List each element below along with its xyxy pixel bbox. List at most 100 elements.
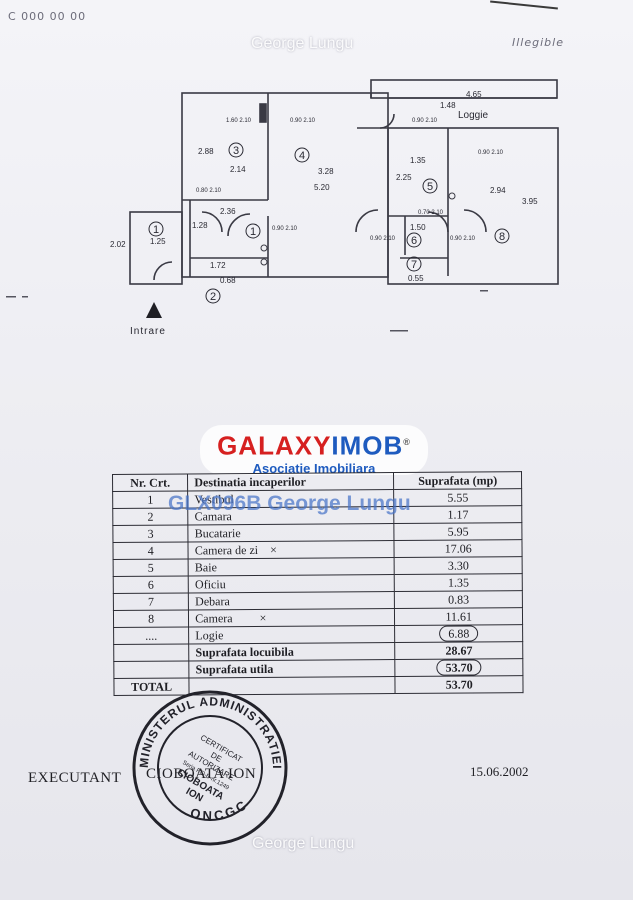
table-header-row: Nr. Crt. Destinatia incaperilor Suprafat… [112, 471, 522, 492]
room-number: 5 [427, 181, 433, 193]
row-name: Camera de zi [194, 542, 259, 558]
dim-label: 0.68 [220, 276, 236, 285]
dim-label: 1.28 [192, 221, 208, 230]
row-name: Debara [188, 591, 395, 610]
door-dim: 0.70 2.10 [418, 210, 444, 216]
row-nr: 6 [113, 575, 189, 594]
utila-value-cell: 53.70 [395, 658, 523, 677]
dim-label: 2.88 [198, 147, 214, 156]
room-number: 1 [250, 226, 256, 238]
utila-label: Suprafata utila [189, 659, 396, 678]
dim-label: 2.02 [110, 240, 126, 249]
fixture-mark [260, 244, 268, 252]
row-nr: 8 [113, 609, 189, 628]
dim-label: 3.95 [522, 197, 538, 206]
door-dim: 0.90 2.10 [290, 118, 316, 124]
row-name: Bucatarie [188, 523, 395, 542]
row-name: Oficiu [188, 574, 395, 593]
table-row: 4 Camera de zi × 17.06 [112, 539, 523, 560]
top-left-scribble: C 000 00 00 [8, 10, 87, 23]
row-area: 0.83 [394, 590, 523, 609]
executant-name: CIOBOATA ION [146, 766, 257, 782]
top-right-scribble: Illegible [512, 36, 564, 49]
plan-loggia-frame [370, 79, 558, 99]
agency-logo: GALAXYIMOB® Asociatie Imobiliara [200, 425, 428, 476]
locuibila-label: Suprafata locuibila [188, 642, 396, 661]
door-dim: 0.90 2.10 [272, 226, 298, 232]
door-dim: 0.90 2.10 [478, 150, 504, 156]
row-area-circled: 6.88 [439, 625, 479, 642]
row-nr: 5 [113, 558, 189, 577]
table-row: 5 Baie 3.30 [113, 556, 523, 577]
check-mark-icon: × [270, 542, 277, 557]
row-area: 1.17 [394, 505, 522, 524]
header-suprafata: Suprafata (mp) [393, 471, 522, 490]
room-number: 4 [299, 150, 305, 162]
row-area: 17.06 [394, 539, 523, 558]
row-area: 5.55 [393, 488, 522, 507]
table-row: 8 Camera × 11.61 [113, 607, 523, 628]
door-dim: 0.90 2.10 [370, 236, 396, 242]
row-area: 5.95 [394, 522, 522, 541]
fixture-mark [260, 258, 268, 266]
room-number-circle [205, 288, 221, 304]
table-summary-row: Suprafata locuibila 28.67 [113, 641, 523, 662]
row-name-cell: Camera × [188, 608, 395, 627]
room-number-circle [294, 147, 310, 163]
room-number-circle [228, 142, 244, 158]
room-number: 6 [411, 235, 417, 247]
dim-label: 2.25 [396, 173, 412, 182]
table-row: 3 Bucatarie 5.95 [112, 522, 522, 543]
room-number-circle [406, 256, 422, 272]
plan-right-block [387, 127, 559, 285]
dim-label: 0.55 [408, 274, 424, 283]
check-mark-icon: × [259, 610, 267, 625]
door-dim: 1.60 2.10 [226, 118, 252, 124]
header-nr: Nr. Crt. [112, 473, 188, 492]
dim-label: 1.35 [410, 156, 426, 165]
dim-label: 1.72 [210, 261, 226, 270]
row-name-cell: Camera de zi × [188, 540, 395, 559]
empty-cell [113, 660, 190, 679]
table-summary-row: Suprafata utila 53.70 [113, 658, 523, 679]
dim-label: 1.48 [440, 101, 456, 110]
entrance-label: Intrare [130, 326, 166, 337]
logo-name-part1: GALAXY [217, 430, 332, 461]
table-row: 6 Oficiu 1.35 [113, 573, 523, 594]
table-row: 7 Debara 0.83 [113, 590, 523, 611]
room-number: 8 [499, 231, 505, 243]
dim-label: 3.28 [318, 167, 334, 176]
row-name: Logie [188, 625, 396, 644]
floor-plan: 3 4 5 6 7 8 1 1 2 4.65 1.48 2.88 2.14 2.… [6, 79, 559, 337]
room-number-circle [422, 178, 438, 194]
room-number: 3 [233, 145, 239, 157]
logo-name: GALAXYIMOB® [200, 427, 428, 461]
room-number: 1 [153, 224, 159, 236]
dim-label: 1.50 [410, 223, 426, 232]
dim-label: 2.36 [220, 207, 236, 216]
plan-main-block [181, 92, 389, 278]
header-destinatia: Destinatia incaperilor [187, 472, 394, 491]
row-name: Camera [195, 611, 233, 626]
empty-cell [113, 643, 190, 662]
registered-icon: ® [403, 437, 411, 447]
row-nr: .... [113, 626, 189, 645]
loggia-label: Loggie [458, 110, 488, 121]
dim-label: 2.14 [230, 165, 246, 174]
room-number: 2 [210, 291, 216, 303]
entrance-arrow-icon [146, 302, 162, 318]
row-nr: 4 [112, 541, 189, 560]
dim-label: 1.25 [150, 237, 166, 246]
total-value: 53.70 [395, 675, 524, 694]
row-area-cell: 6.88 [394, 624, 523, 643]
plan-window-mark [259, 103, 267, 123]
row-name: Baie [188, 557, 395, 576]
fixture-mark [448, 192, 456, 200]
door-dim: 0.90 2.10 [450, 236, 476, 242]
watermark-top: George Lungu [251, 35, 354, 52]
room-number-circle [406, 232, 422, 248]
utila-value: 53.70 [436, 659, 482, 676]
room-number-circle [494, 228, 510, 244]
executant-label: EXECUTANT [28, 770, 122, 786]
row-nr: 3 [112, 524, 189, 543]
